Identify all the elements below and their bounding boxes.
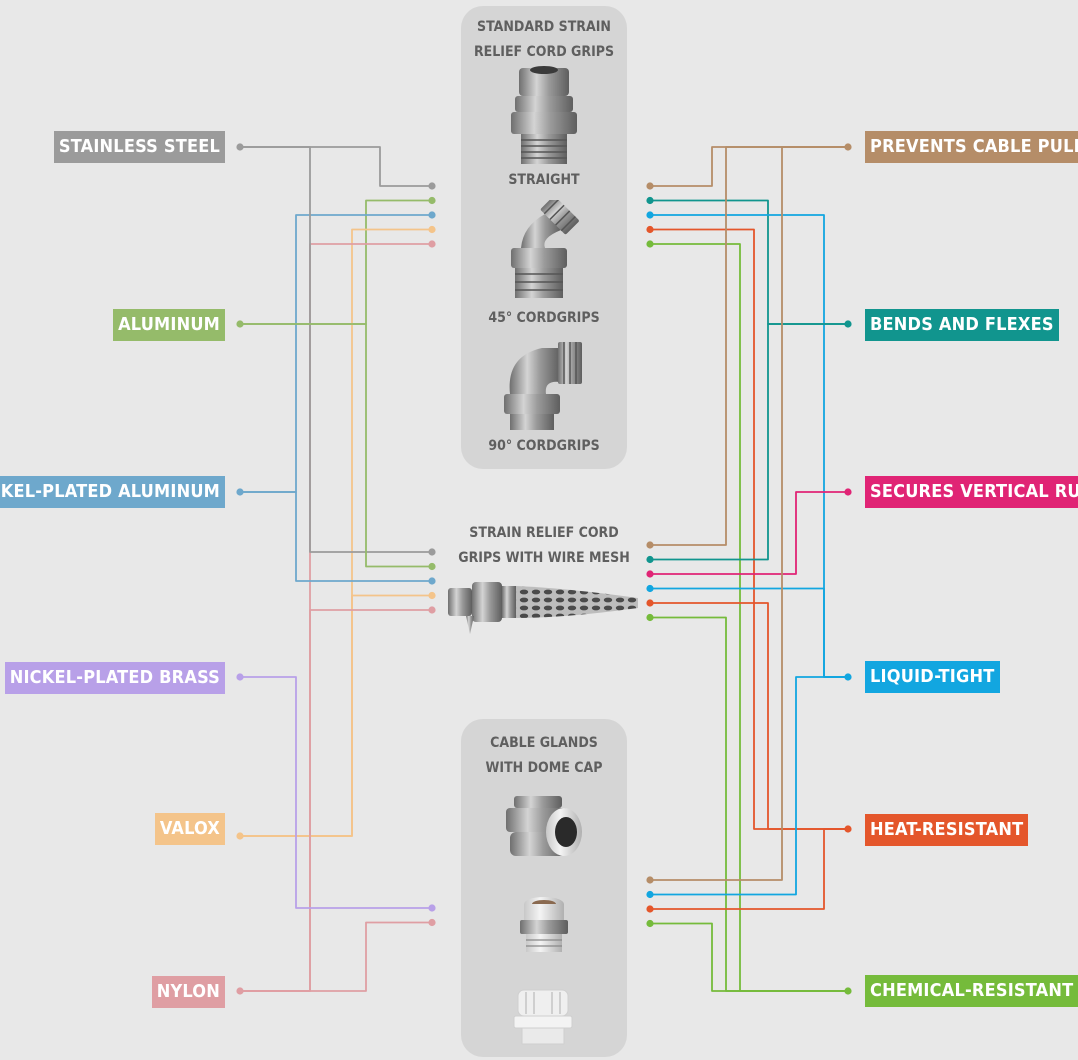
dot-wire_mesh-aluminum <box>428 562 436 571</box>
dot-wire_mesh-valox <box>428 591 436 600</box>
dot-wire_mesh-nickel_plated_aluminum <box>428 577 436 585</box>
connector-dome_cap-heat_resistant <box>650 828 848 910</box>
connector-wire_mesh-secures_vertical_runs <box>650 491 848 575</box>
connector-wire_mesh-heat_resistant <box>650 602 848 830</box>
wire-mesh-cordgrip-image <box>448 582 638 634</box>
connector-nickel_plated_brass-dome_cap <box>240 676 432 909</box>
dot-standard-valox <box>428 225 436 234</box>
dot-wire_mesh-nylon <box>428 606 436 614</box>
straight-caption: STRAIGHT <box>508 172 580 188</box>
90-degree-caption: 90° CORDGRIPS <box>488 438 600 454</box>
45-degree-caption: 45° CORDGRIPS <box>488 310 600 326</box>
dot-dome_cap-heat_resistant <box>646 905 654 913</box>
nickel-gland-image <box>520 897 568 952</box>
tag-bends-and-flexes: BENDS AND FLEXES <box>865 309 1059 341</box>
dot-feature-prevents_cable_pullout <box>844 143 852 151</box>
standard-panel-title-line1: STANDARD STRAIN <box>477 19 611 35</box>
tag-heat-resistant: HEAT-RESISTANT <box>865 814 1029 846</box>
dot-dome_cap-prevents_cable_pullout <box>646 876 654 884</box>
dot-material-aluminum <box>236 320 244 328</box>
dot-wire_mesh-heat_resistant <box>646 599 654 607</box>
dot-feature-heat_resistant <box>844 825 852 833</box>
connector-stainless_steel-standard <box>240 146 432 187</box>
dot-dome_cap-liquid_tight <box>646 890 654 899</box>
dot-standard-aluminum <box>428 196 436 205</box>
connector-standard-liquid_tight <box>650 214 848 678</box>
nylon-gland-image <box>513 989 573 1045</box>
wire-mesh-title-line1: STRAIN RELIEF CORD <box>469 525 619 541</box>
dot-standard-prevents_cable_pullout <box>646 182 654 190</box>
connector-valox-standard <box>240 228 432 837</box>
tag-liquid-tight: LIQUID-TIGHT <box>865 661 1000 693</box>
dot-wire_mesh-liquid_tight <box>646 584 654 593</box>
dot-material-nickel_plated_aluminum <box>236 488 244 496</box>
connector-dome_cap-liquid_tight <box>650 676 848 896</box>
dot-dome_cap-nickel_plated_brass <box>428 904 436 912</box>
tag-secures-vertical-runs: SECURES VERTICAL RUNS <box>865 476 1078 508</box>
tag-nylon: NYLON <box>151 976 225 1008</box>
45-degree-cordgrip-image <box>511 200 579 298</box>
dot-feature-liquid_tight <box>844 673 852 681</box>
connector-wire_mesh-liquid_tight <box>650 587 848 678</box>
dot-wire_mesh-chemical_resistant <box>646 613 654 622</box>
dome-cap-title-line1: CABLE GLANDS <box>490 735 598 751</box>
connector-wire_mesh-bends_and_flexes <box>650 323 848 561</box>
connector-nickel_plated_aluminum-wire_mesh <box>240 491 432 582</box>
connector-standard-prevents_cable_pullout <box>650 146 848 187</box>
dot-feature-secures_vertical_runs <box>844 488 852 496</box>
tag-stainless-steel: STAINLESS STEEL <box>53 131 225 163</box>
tag-aluminum: ALUMINUM <box>113 309 225 341</box>
tag-chemical-resistant: CHEMICAL-RESISTANT <box>865 975 1078 1007</box>
connector-nylon-wire_mesh <box>240 609 432 992</box>
wire-mesh-title-line2: GRIPS WITH WIRE MESH <box>458 550 630 566</box>
dot-standard-heat_resistant <box>646 225 654 234</box>
standard-panel-title-line2: RELIEF CORD GRIPS <box>473 44 615 60</box>
connector-standard-bends_and_flexes <box>650 199 848 325</box>
90-degree-cordgrip-image <box>504 342 582 430</box>
connector-nylon-standard <box>240 243 432 992</box>
dot-feature-bends_and_flexes <box>844 320 852 328</box>
connector-dome_cap-chemical_resistant <box>650 922 848 992</box>
dot-wire_mesh-secures_vertical_runs <box>646 570 654 578</box>
connector-stainless_steel-wire_mesh <box>240 146 432 553</box>
dot-material-nylon <box>236 987 244 995</box>
dot-standard-nickel_plated_aluminum <box>428 211 436 219</box>
connector-wire_mesh-chemical_resistant <box>650 616 848 992</box>
dot-material-valox <box>236 832 244 840</box>
dot-material-nickel_plated_brass <box>236 673 244 681</box>
metal-gland-image <box>506 796 582 856</box>
connector-nickel_plated_aluminum-standard <box>240 214 432 493</box>
tag-nickel-plated-aluminum: NICKEL-PLATED ALUMINUM <box>0 476 225 508</box>
dot-standard-bends_and_flexes <box>646 196 654 205</box>
dot-wire_mesh-bends_and_flexes <box>646 555 654 564</box>
connector-aluminum-wire_mesh <box>240 323 432 568</box>
tag-prevents-cable-pullout: PREVENTS CABLE PULLOUT <box>865 131 1078 163</box>
dot-dome_cap-nylon <box>428 918 436 927</box>
dot-standard-liquid_tight <box>646 211 654 219</box>
dot-standard-stainless_steel <box>428 182 436 190</box>
connector-valox-wire_mesh <box>240 594 432 837</box>
dot-standard-nylon <box>428 240 436 248</box>
dot-material-stainless_steel <box>236 143 244 151</box>
tag-valox: VALOX <box>154 813 225 845</box>
tag-nickel-plated-brass: NICKEL-PLATED BRASS <box>4 662 225 694</box>
connector-nylon-dome_cap <box>240 921 432 992</box>
connector-dome_cap-prevents_cable_pullout <box>650 146 848 881</box>
connector-standard-heat_resistant <box>650 228 848 830</box>
dot-feature-chemical_resistant <box>844 987 852 995</box>
dot-standard-chemical_resistant <box>646 240 654 248</box>
dot-wire_mesh-stainless_steel <box>428 548 436 556</box>
connector-wire_mesh-prevents_cable_pullout <box>650 146 848 546</box>
connector-aluminum-standard <box>240 199 432 325</box>
dot-dome_cap-chemical_resistant <box>646 919 654 928</box>
dot-wire_mesh-prevents_cable_pullout <box>646 541 654 549</box>
straight-cordgrip-image <box>511 66 577 164</box>
dome-cap-title-line2: WITH DOME CAP <box>485 760 603 776</box>
